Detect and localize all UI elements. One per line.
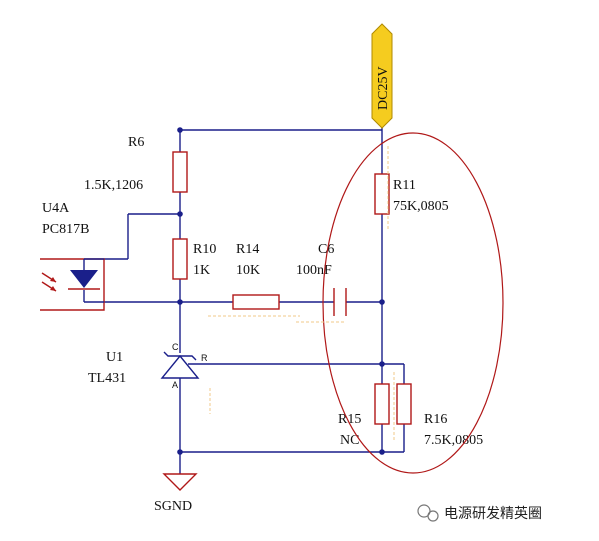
guide-lines — [208, 146, 395, 440]
capacitor-c6: C6 100nF — [296, 242, 347, 316]
resistor-r16: R16 7.5K,0805 — [396, 383, 483, 448]
u4a-ref: U4A — [42, 201, 70, 216]
r11-value: 75K,0805 — [393, 199, 449, 214]
u1-pin-r: R — [201, 353, 208, 363]
u4a-value: PC817B — [42, 222, 89, 237]
r15-ref: R15 — [338, 412, 361, 427]
u1-pin-a: A — [172, 380, 178, 390]
r14-ref: R14 — [236, 242, 259, 257]
u1-pin-c: C — [172, 342, 179, 352]
c6-ref: C6 — [318, 242, 334, 257]
r10-ref: R10 — [193, 242, 216, 257]
regulator-u1: C A R U1 TL431 — [88, 342, 208, 390]
optocoupler-u4a: U4A PC817B — [40, 201, 105, 311]
junction-dots — [177, 127, 385, 455]
u1-value: TL431 — [88, 371, 126, 386]
resistor-r15: R15 NC — [338, 383, 390, 448]
c6-value: 100nF — [296, 263, 332, 278]
r6-value: 1.5K,1206 — [84, 178, 143, 193]
power-label: DC25V — [376, 66, 391, 110]
resistor-r14: R14 10K — [232, 242, 280, 310]
watermark-text: 电源研发精英圈 — [444, 505, 542, 522]
u1-ref: U1 — [106, 350, 123, 365]
watermark: 电源研发精英圈 — [417, 504, 542, 522]
r14-value: 10K — [236, 263, 260, 278]
wires — [104, 124, 405, 474]
highlight-ellipse — [322, 132, 504, 474]
ground-label: SGND — [154, 499, 192, 514]
r16-ref: R16 — [424, 412, 447, 427]
r11-ref: R11 — [393, 178, 416, 193]
ground-sgnd: SGND — [154, 473, 198, 514]
resistor-r6: R6 1.5K,1206 — [84, 135, 188, 193]
r6-ref: R6 — [128, 135, 144, 150]
r16-value: 7.5K,0805 — [424, 433, 483, 448]
power-port-dc25v: DC25V — [371, 23, 393, 129]
r15-value: NC — [340, 433, 359, 448]
resistor-r11: R11 75K,0805 — [374, 173, 449, 215]
resistor-r10: R10 1K — [172, 238, 216, 280]
r10-value: 1K — [193, 263, 210, 278]
